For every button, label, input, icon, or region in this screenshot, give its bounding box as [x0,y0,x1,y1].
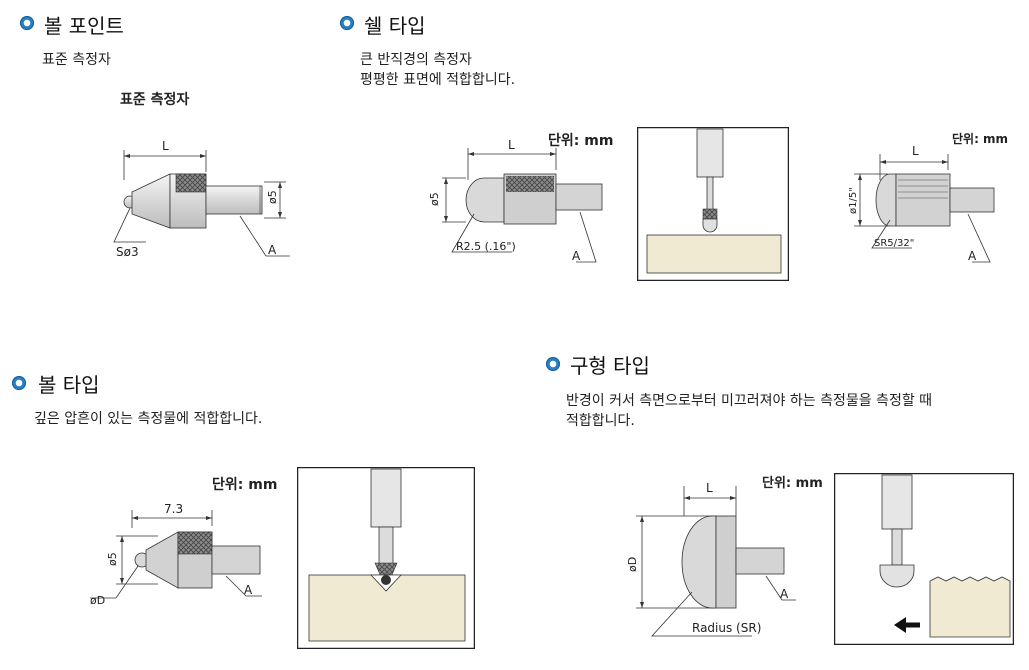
dim-label-radius: SR5/32" [874,238,914,249]
section-title-ball-point: 볼 포인트 [44,14,124,38]
diagram-title-ball-point: 표준 측정자 [120,92,190,108]
dim-label-ref: A [268,243,277,257]
dim-label-ref: A [572,249,581,263]
dim-label-dia: ø1/5" [848,187,859,214]
dim-label-l: L [508,140,515,152]
ball-point-diagram: L ø5 Sø3 A [113,139,290,259]
dim-label-ball: øD [90,594,105,607]
section-desc-spherical-line1: 반경이 커서 측면으로부터 미끄러져야 하는 측정물을 측정할 때 [566,393,933,409]
unit-label-ball: 단위: mm [212,477,278,493]
section-bullet-icon [546,357,560,371]
section-title-shell: 쉘 타입 [364,14,426,38]
unit-label-shell-metric: 단위: mm [548,133,614,149]
dim-label-radius: Radius (SR) [692,621,761,635]
dim-label-length: 7.3 [164,502,183,516]
section-title-spherical: 구형 타입 [570,354,650,378]
shell-diagram-inch: L ø1/5" SR5/32" A [848,144,995,263]
section-bullet-icon [20,16,34,30]
ball-measurement-illustration [297,467,475,649]
dim-label-l: L [162,139,169,153]
section-desc-shell-line2: 평평한 표면에 적합합니다. [360,72,516,88]
dim-label-l: L [706,481,713,495]
unit-label-spherical: 단위: mm [762,476,823,491]
dim-label-dia: ø5 [266,190,279,204]
unit-label-shell-inch: 단위: mm [952,132,1009,146]
shell-measurement-illustration [637,127,789,281]
dim-label-ref: A [780,587,789,601]
dim-label-radius: R2.5 (.16") [456,240,516,253]
spherical-type-diagram: L øD Radius (SR) A [626,481,796,637]
dim-label-dia: ø5 [428,192,441,206]
section-desc-ball-point: 표준 측정자 [42,52,111,68]
dim-label-sphere: Sø3 [116,245,139,259]
dim-label-l: L [912,144,919,158]
shell-diagram-metric: L ø5 R2.5 (.16") A [428,140,603,263]
spherical-measurement-illustration [834,473,1014,645]
dim-label-ref: A [968,249,977,263]
dim-label-dia: ø5 [106,552,119,566]
section-bullet-icon [340,16,354,30]
section-bullet-icon [12,376,26,390]
section-desc-shell-line1: 큰 반직경의 측정자 [360,52,472,68]
section-desc-spherical-line2: 적합합니다. [566,413,635,429]
section-desc-ball: 깊은 압흔이 있는 측정물에 적합합니다. [34,411,263,427]
section-title-ball: 볼 타입 [38,373,100,397]
ball-type-diagram: 7.3 ø5 øD A [90,502,262,607]
dim-label-dia: øD [626,557,639,572]
dim-label-ref: A [244,583,253,597]
